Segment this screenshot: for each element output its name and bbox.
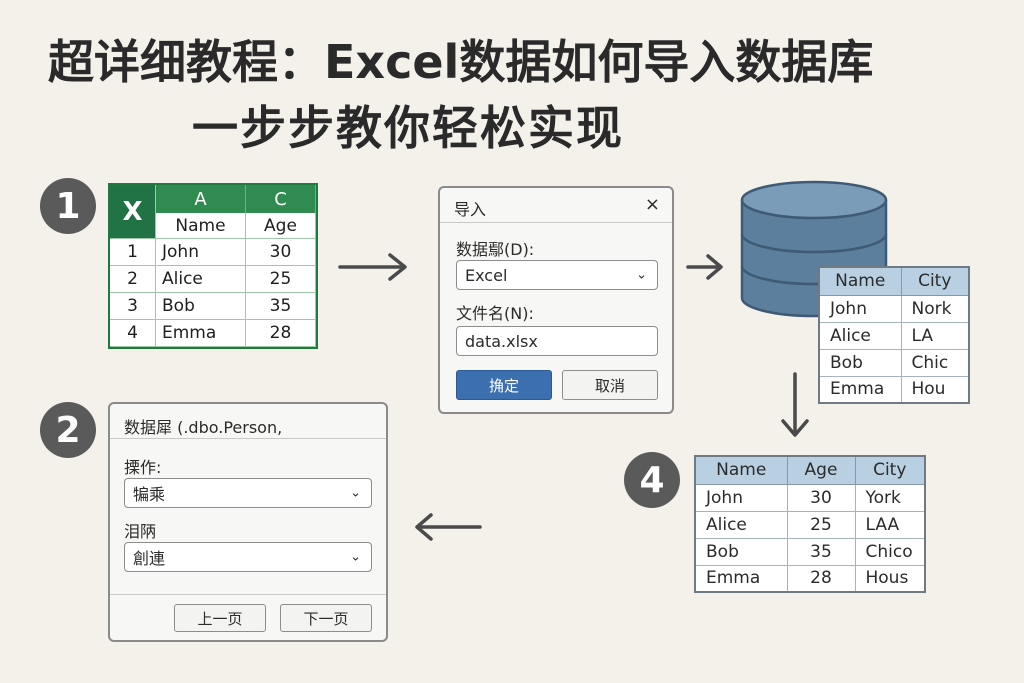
excel-logo-icon: X bbox=[110, 185, 156, 239]
target-label: 泪陃 bbox=[124, 522, 157, 541]
step-badge-4: 4 bbox=[624, 452, 680, 508]
table-cell: LA bbox=[900, 321, 970, 350]
table-cell: 35 bbox=[786, 537, 856, 566]
operation-select[interactable]: 犏乘 ⌄ bbox=[124, 478, 372, 508]
chevron-down-icon: ⌄ bbox=[350, 549, 361, 565]
column-header: Name bbox=[694, 455, 788, 485]
table-cell: Emma bbox=[818, 375, 902, 404]
table-cell: Chico bbox=[854, 537, 926, 566]
target-select-value: 創連 bbox=[133, 549, 166, 568]
target-select[interactable]: 創連 ⌄ bbox=[124, 542, 372, 572]
excel-cell-age: 35 bbox=[246, 293, 316, 320]
column-header: City bbox=[854, 455, 926, 485]
excel-cell-age: 30 bbox=[246, 239, 316, 266]
table-cell: York bbox=[854, 483, 926, 512]
mapping-dialog: 数据犀 (.dbo.Person, 搮作: 犏乘 ⌄ 泪陃 創連 ⌄ 上一页 下… bbox=[108, 402, 388, 642]
previous-page-button[interactable]: 上一页 bbox=[174, 604, 266, 632]
table-cell: Bob bbox=[694, 537, 788, 566]
step-badge-2: 2 bbox=[40, 402, 96, 458]
table-cell: Chic bbox=[900, 348, 970, 377]
column-header: Name bbox=[818, 266, 902, 296]
dialog-divider bbox=[110, 438, 386, 439]
page-title-line-1: 超详细教程：Excel数据如何导入数据库 bbox=[48, 35, 874, 89]
excel-row-number: 3 bbox=[110, 293, 156, 320]
arrow-right-icon bbox=[686, 252, 726, 282]
excel-header-name: Name bbox=[156, 213, 246, 239]
table-cell: Hous bbox=[854, 564, 926, 593]
table-header-row: Name City bbox=[818, 266, 970, 296]
ok-button[interactable]: 捔定 bbox=[456, 370, 552, 400]
table-row: John 30 York bbox=[694, 483, 926, 512]
table-cell: Nork bbox=[900, 294, 970, 323]
database-table: Name City John Nork Alice LA Bob Chic Em… bbox=[818, 266, 970, 404]
excel-cell-name: Alice bbox=[156, 266, 246, 293]
table-cell: Bob bbox=[818, 348, 902, 377]
source-label: 数据鄢(D): bbox=[456, 240, 535, 259]
dialog-divider bbox=[110, 594, 386, 595]
page-title-line-2: 一步步教你轻松实现 bbox=[192, 101, 624, 155]
table-cell: LAA bbox=[854, 510, 926, 539]
table-row: Bob Chic bbox=[818, 348, 970, 377]
mapping-dialog-header: 数据犀 (.dbo.Person, bbox=[124, 418, 283, 437]
excel-header-age: Age bbox=[246, 213, 316, 239]
table-cell: Hou bbox=[900, 375, 970, 404]
step-badge-1: 1 bbox=[40, 178, 96, 234]
table-cell: 25 bbox=[786, 510, 856, 539]
import-dialog-title: 导入 bbox=[454, 200, 487, 219]
next-page-button[interactable]: 下一页 bbox=[280, 604, 372, 632]
chevron-down-icon: ⌄ bbox=[636, 267, 647, 283]
table-row: John Nork bbox=[818, 294, 970, 323]
column-header: Age bbox=[786, 455, 856, 485]
table-header-row: Name Age City bbox=[694, 455, 926, 485]
dialog-divider bbox=[440, 222, 672, 223]
source-select[interactable]: Excel ⌄ bbox=[456, 260, 658, 290]
table-cell: Alice bbox=[694, 510, 788, 539]
file-name-input[interactable]: data.xlsx bbox=[456, 326, 658, 356]
table-cell: John bbox=[694, 483, 788, 512]
table-row: Emma Hou bbox=[818, 375, 970, 404]
table-row: Alice LA bbox=[818, 321, 970, 350]
operation-select-value: 犏乘 bbox=[133, 485, 166, 504]
table-cell: John bbox=[818, 294, 902, 323]
table-row: Bob 35 Chico bbox=[694, 537, 926, 566]
import-dialog: 导入 × 数据鄢(D): Excel ⌄ 文件名(N): data.xlsx 捔… bbox=[438, 186, 674, 414]
close-icon[interactable]: × bbox=[644, 194, 660, 215]
excel-cell-name: Emma bbox=[156, 320, 246, 347]
cancel-button[interactable]: 取消 bbox=[562, 370, 658, 400]
arrow-right-icon bbox=[338, 252, 410, 282]
table-row: Alice 25 LAA bbox=[694, 510, 926, 539]
excel-row-number: 2 bbox=[110, 266, 156, 293]
excel-column-a: A bbox=[156, 185, 246, 213]
column-header: City bbox=[900, 266, 970, 296]
excel-column-c: C bbox=[246, 185, 316, 213]
chevron-down-icon: ⌄ bbox=[350, 485, 361, 501]
table-cell: Alice bbox=[818, 321, 902, 350]
table-cell: 30 bbox=[786, 483, 856, 512]
result-table: Name Age City John 30 York Alice 25 LAA … bbox=[694, 455, 926, 593]
source-select-value: Excel bbox=[465, 265, 508, 285]
table-row: Emma 28 Hous bbox=[694, 564, 926, 593]
table-cell: 28 bbox=[786, 564, 856, 593]
excel-cell-name: John bbox=[156, 239, 246, 266]
excel-row-number: 1 bbox=[110, 239, 156, 266]
excel-row-number: 4 bbox=[110, 320, 156, 347]
arrow-left-icon bbox=[412, 512, 482, 542]
file-label: 文件名(N): bbox=[456, 304, 534, 323]
excel-cell-age: 28 bbox=[246, 320, 316, 347]
excel-sheet: X A C Name Age 1 John 30 2 Alice 25 3 Bo… bbox=[108, 183, 318, 349]
table-cell: Emma bbox=[694, 564, 788, 593]
excel-cell-age: 25 bbox=[246, 266, 316, 293]
operation-label: 搮作: bbox=[124, 458, 162, 477]
arrow-down-icon bbox=[780, 372, 810, 440]
excel-cell-name: Bob bbox=[156, 293, 246, 320]
